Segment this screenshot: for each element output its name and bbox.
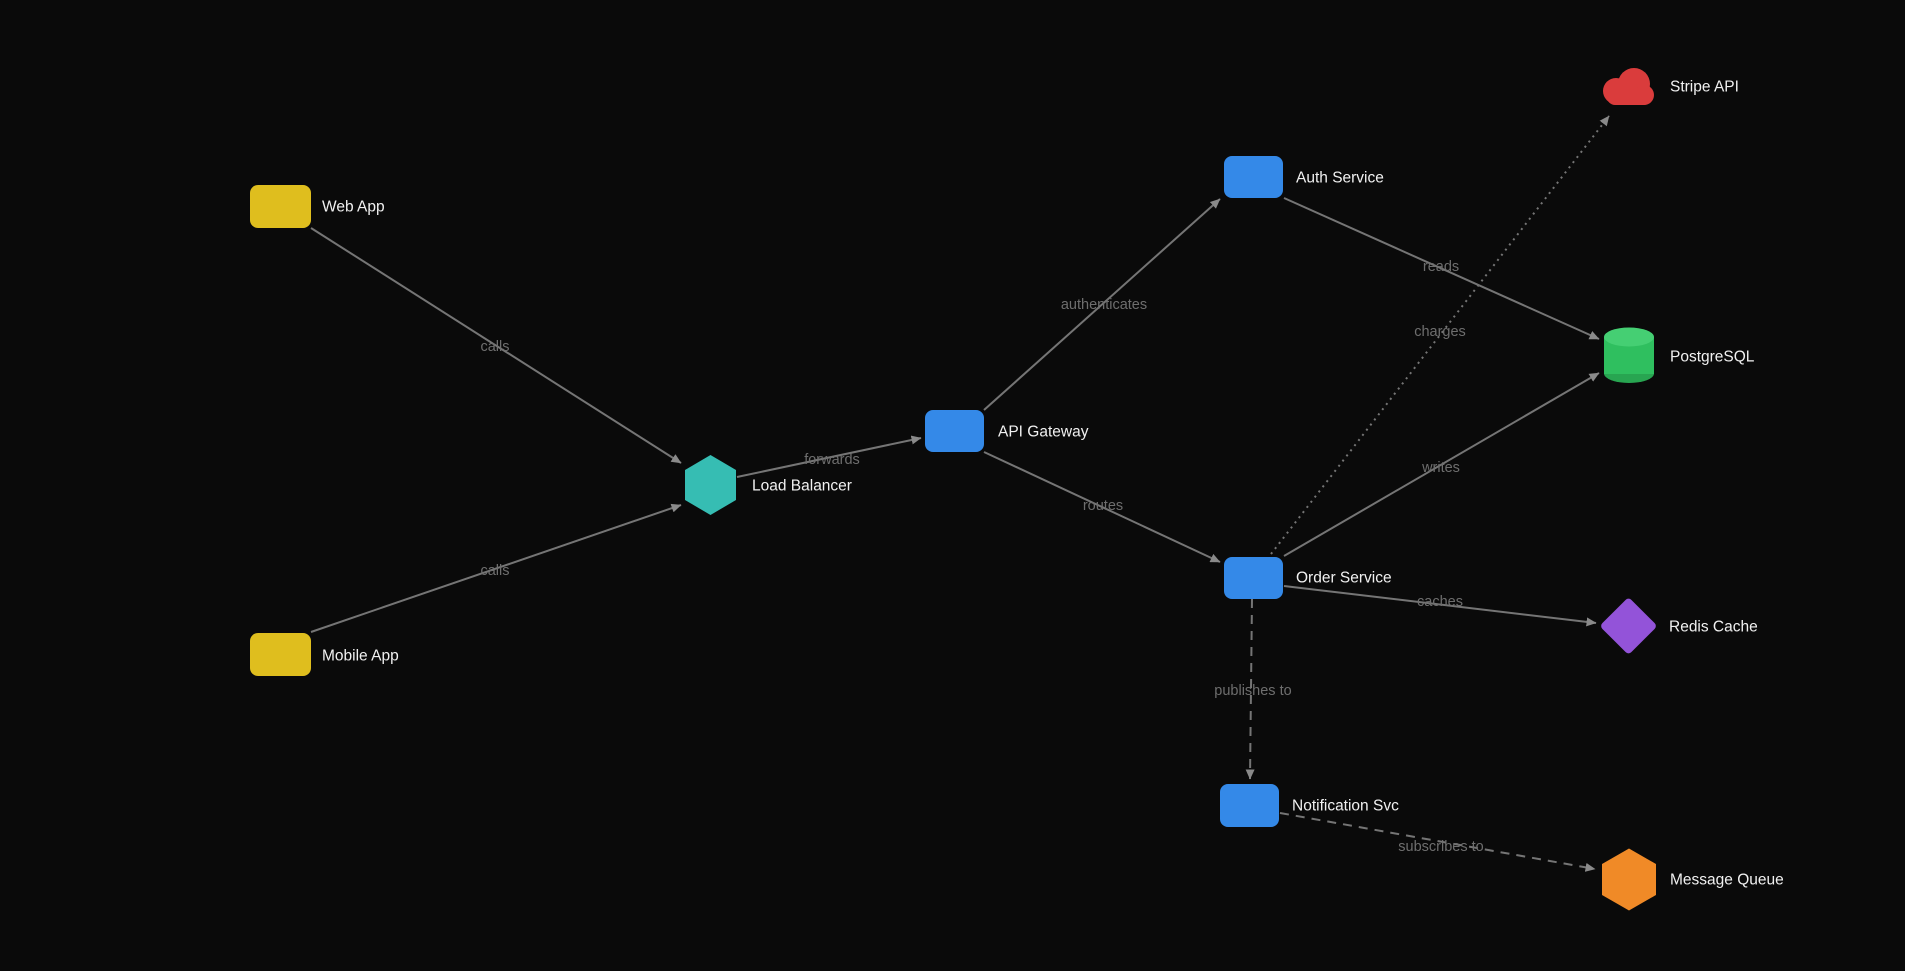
node-stripe-api[interactable] (1603, 68, 1654, 105)
node-load-balancer[interactable] (685, 455, 736, 515)
node-auth-service[interactable] (1224, 156, 1283, 198)
edge-authservice-postgresql[interactable] (1283, 197, 1600, 340)
edge-label-forwards: forwards (804, 452, 860, 468)
edge-label-authenticates: authenticates (1061, 297, 1147, 313)
node-mobile-app[interactable] (250, 633, 311, 676)
node-label-auth-service: Auth Service (1296, 170, 1384, 187)
node-message-queue[interactable] (1602, 848, 1656, 911)
node-label-api-gateway: API Gateway (998, 424, 1089, 441)
edge-webapp-loadbalancer[interactable] (310, 227, 682, 464)
edge-label-calls-mobile: calls (480, 563, 509, 579)
edge-apigateway-authservice[interactable] (983, 198, 1221, 411)
edge-label-charges: charges (1414, 324, 1466, 340)
edge-label-routes: routes (1083, 498, 1123, 514)
node-label-stripe-api: Stripe API (1670, 79, 1739, 96)
edge-label-subscribes-to: subscribes to (1398, 839, 1483, 855)
edge-mobileapp-loadbalancer[interactable] (310, 503, 682, 633)
nodes-layer: Web App Mobile App Load Balancer API Gat… (250, 68, 1784, 911)
edge-orderservice-notificationsvc[interactable] (1245, 598, 1255, 780)
node-label-notification-svc: Notification Svc (1292, 798, 1399, 815)
edge-label-reads: reads (1423, 259, 1459, 275)
edges-layer (310, 115, 1610, 872)
node-label-load-balancer: Load Balancer (752, 478, 852, 495)
node-label-web-app: Web App (322, 199, 385, 216)
node-web-app[interactable] (250, 185, 311, 228)
node-label-order-service: Order Service (1296, 570, 1392, 587)
node-redis-cache[interactable] (1600, 597, 1658, 655)
edge-orderservice-stripeapi[interactable] (1270, 115, 1610, 555)
edge-apigateway-orderservice[interactable] (983, 451, 1221, 563)
node-notification-svc[interactable] (1220, 784, 1279, 827)
node-label-redis-cache: Redis Cache (1669, 619, 1758, 636)
node-label-mobile-app: Mobile App (322, 648, 399, 665)
edge-label-caches: caches (1417, 594, 1463, 610)
edge-labels-layer: calls calls forwards authenticates route… (480, 259, 1483, 855)
edge-label-publishes-to: publishes to (1214, 683, 1291, 699)
node-api-gateway[interactable] (925, 410, 984, 452)
edge-notificationsvc-messagequeue[interactable] (1279, 812, 1596, 872)
edge-label-writes: writes (1421, 460, 1460, 476)
edge-orderservice-postgresql[interactable] (1283, 372, 1600, 557)
node-postgresql[interactable] (1604, 327, 1654, 384)
edge-loadbalancer-apigateway[interactable] (736, 435, 922, 478)
cloud-icon (1607, 88, 1651, 105)
edge-orderservice-rediscache[interactable] (1283, 585, 1597, 627)
node-label-postgresql: PostgreSQL (1670, 349, 1755, 366)
node-label-message-queue: Message Queue (1670, 872, 1784, 889)
database-icon (1604, 327, 1654, 347)
node-order-service[interactable] (1224, 557, 1283, 599)
edge-label-calls-web: calls (480, 339, 509, 355)
